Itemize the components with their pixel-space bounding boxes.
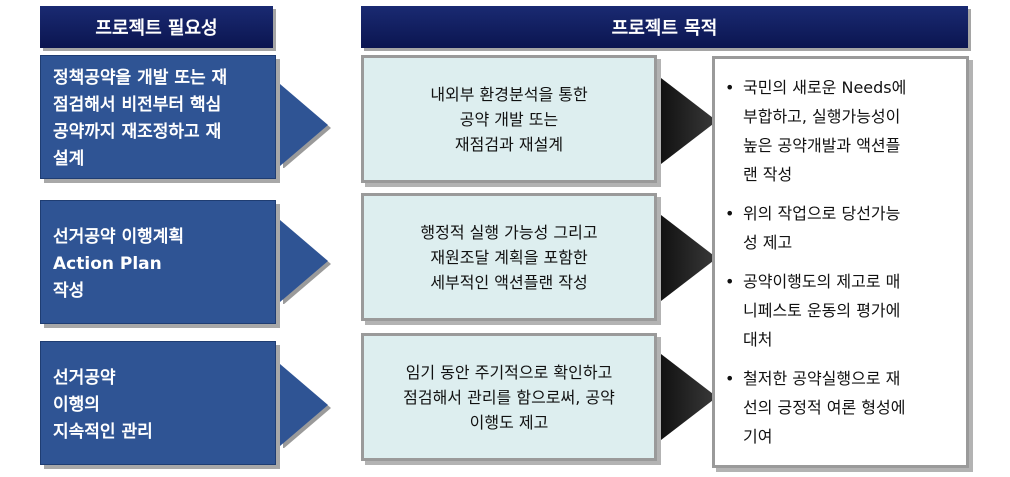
header-need-label: 프로젝트 필요성 <box>95 18 218 39</box>
method-box-2: 행정적 실행 가능성 그리고 재원조달 계획을 포함한 세부적인 액션플랜 작성 <box>361 193 657 321</box>
need-box-2: 선거공약 이행계획 Action Plan 작성 <box>40 200 276 324</box>
goals-panel: • 국민의 새로운 Needs에 부합하고, 실행가능성이 높은 공약개발과 액… <box>712 56 969 468</box>
bullet-icon: • <box>725 78 735 97</box>
method-text-1: 내외부 환경분석을 통한 공약 개발 또는 재점검과 재설계 <box>430 84 588 154</box>
goal-text-4: 철저한 공약실행으로 재 선의 긍정적 여론 형성에 기여 <box>743 369 906 446</box>
arrow-icon-3 <box>280 364 331 448</box>
goal-item-4: • 철저한 공약실행으로 재 선의 긍정적 여론 형성에 기여 <box>725 364 960 451</box>
method-box-1: 내외부 환경분석을 통한 공약 개발 또는 재점검과 재설계 <box>361 55 657 183</box>
triangle-icon-2 <box>661 215 717 301</box>
need-text-2: 선거공약 이행계획 Action Plan 작성 <box>53 226 185 301</box>
need-text-1: 정책공약을 개발 또는 재 점검해서 비전부터 핵심 공약까지 재조정하고 재 … <box>53 68 228 169</box>
bullet-icon: • <box>725 369 735 388</box>
goal-item-1: • 국민의 새로운 Needs에 부합하고, 실행가능성이 높은 공약개발과 액… <box>725 73 960 189</box>
need-box-3: 선거공약 이행의 지속적인 관리 <box>40 341 276 465</box>
need-box-1: 정책공약을 개발 또는 재 점검해서 비전부터 핵심 공약까지 재조정하고 재 … <box>40 55 276 179</box>
arrow-icon-1 <box>280 84 331 168</box>
method-box-3: 임기 동안 주기적으로 확인하고 점검해서 관리를 함으로써, 공약 이행도 제… <box>361 333 657 461</box>
goal-text-1: 국민의 새로운 Needs에 부합하고, 실행가능성이 높은 공약개발과 액션플… <box>743 78 907 184</box>
goal-text-3: 공약이행도의 제고로 매 니페스토 운동의 평가에 대처 <box>743 272 901 349</box>
bullet-icon: • <box>725 272 735 291</box>
method-text-2: 행정적 실행 가능성 그리고 재원조달 계획을 포함한 세부적인 액션플랜 작성 <box>420 222 598 292</box>
need-text-3: 선거공약 이행의 지속적인 관리 <box>53 367 153 442</box>
arrow-icon-2 <box>280 220 331 304</box>
method-text-3: 임기 동안 주기적으로 확인하고 점검해서 관리를 함으로써, 공약 이행도 제… <box>403 362 615 432</box>
goal-item-3: • 공약이행도의 제고로 매 니페스토 운동의 평가에 대처 <box>725 267 960 354</box>
header-need: 프로젝트 필요성 <box>40 6 273 48</box>
triangle-icon-3 <box>661 354 717 440</box>
triangle-icon-1 <box>661 78 717 164</box>
header-purpose: 프로젝트 목적 <box>361 6 968 48</box>
goal-item-2: • 위의 작업으로 당선가능 성 제고 <box>725 199 960 257</box>
goal-text-2: 위의 작업으로 당선가능 성 제고 <box>743 204 901 252</box>
bullet-icon: • <box>725 204 735 223</box>
header-purpose-label: 프로젝트 목적 <box>611 18 718 39</box>
